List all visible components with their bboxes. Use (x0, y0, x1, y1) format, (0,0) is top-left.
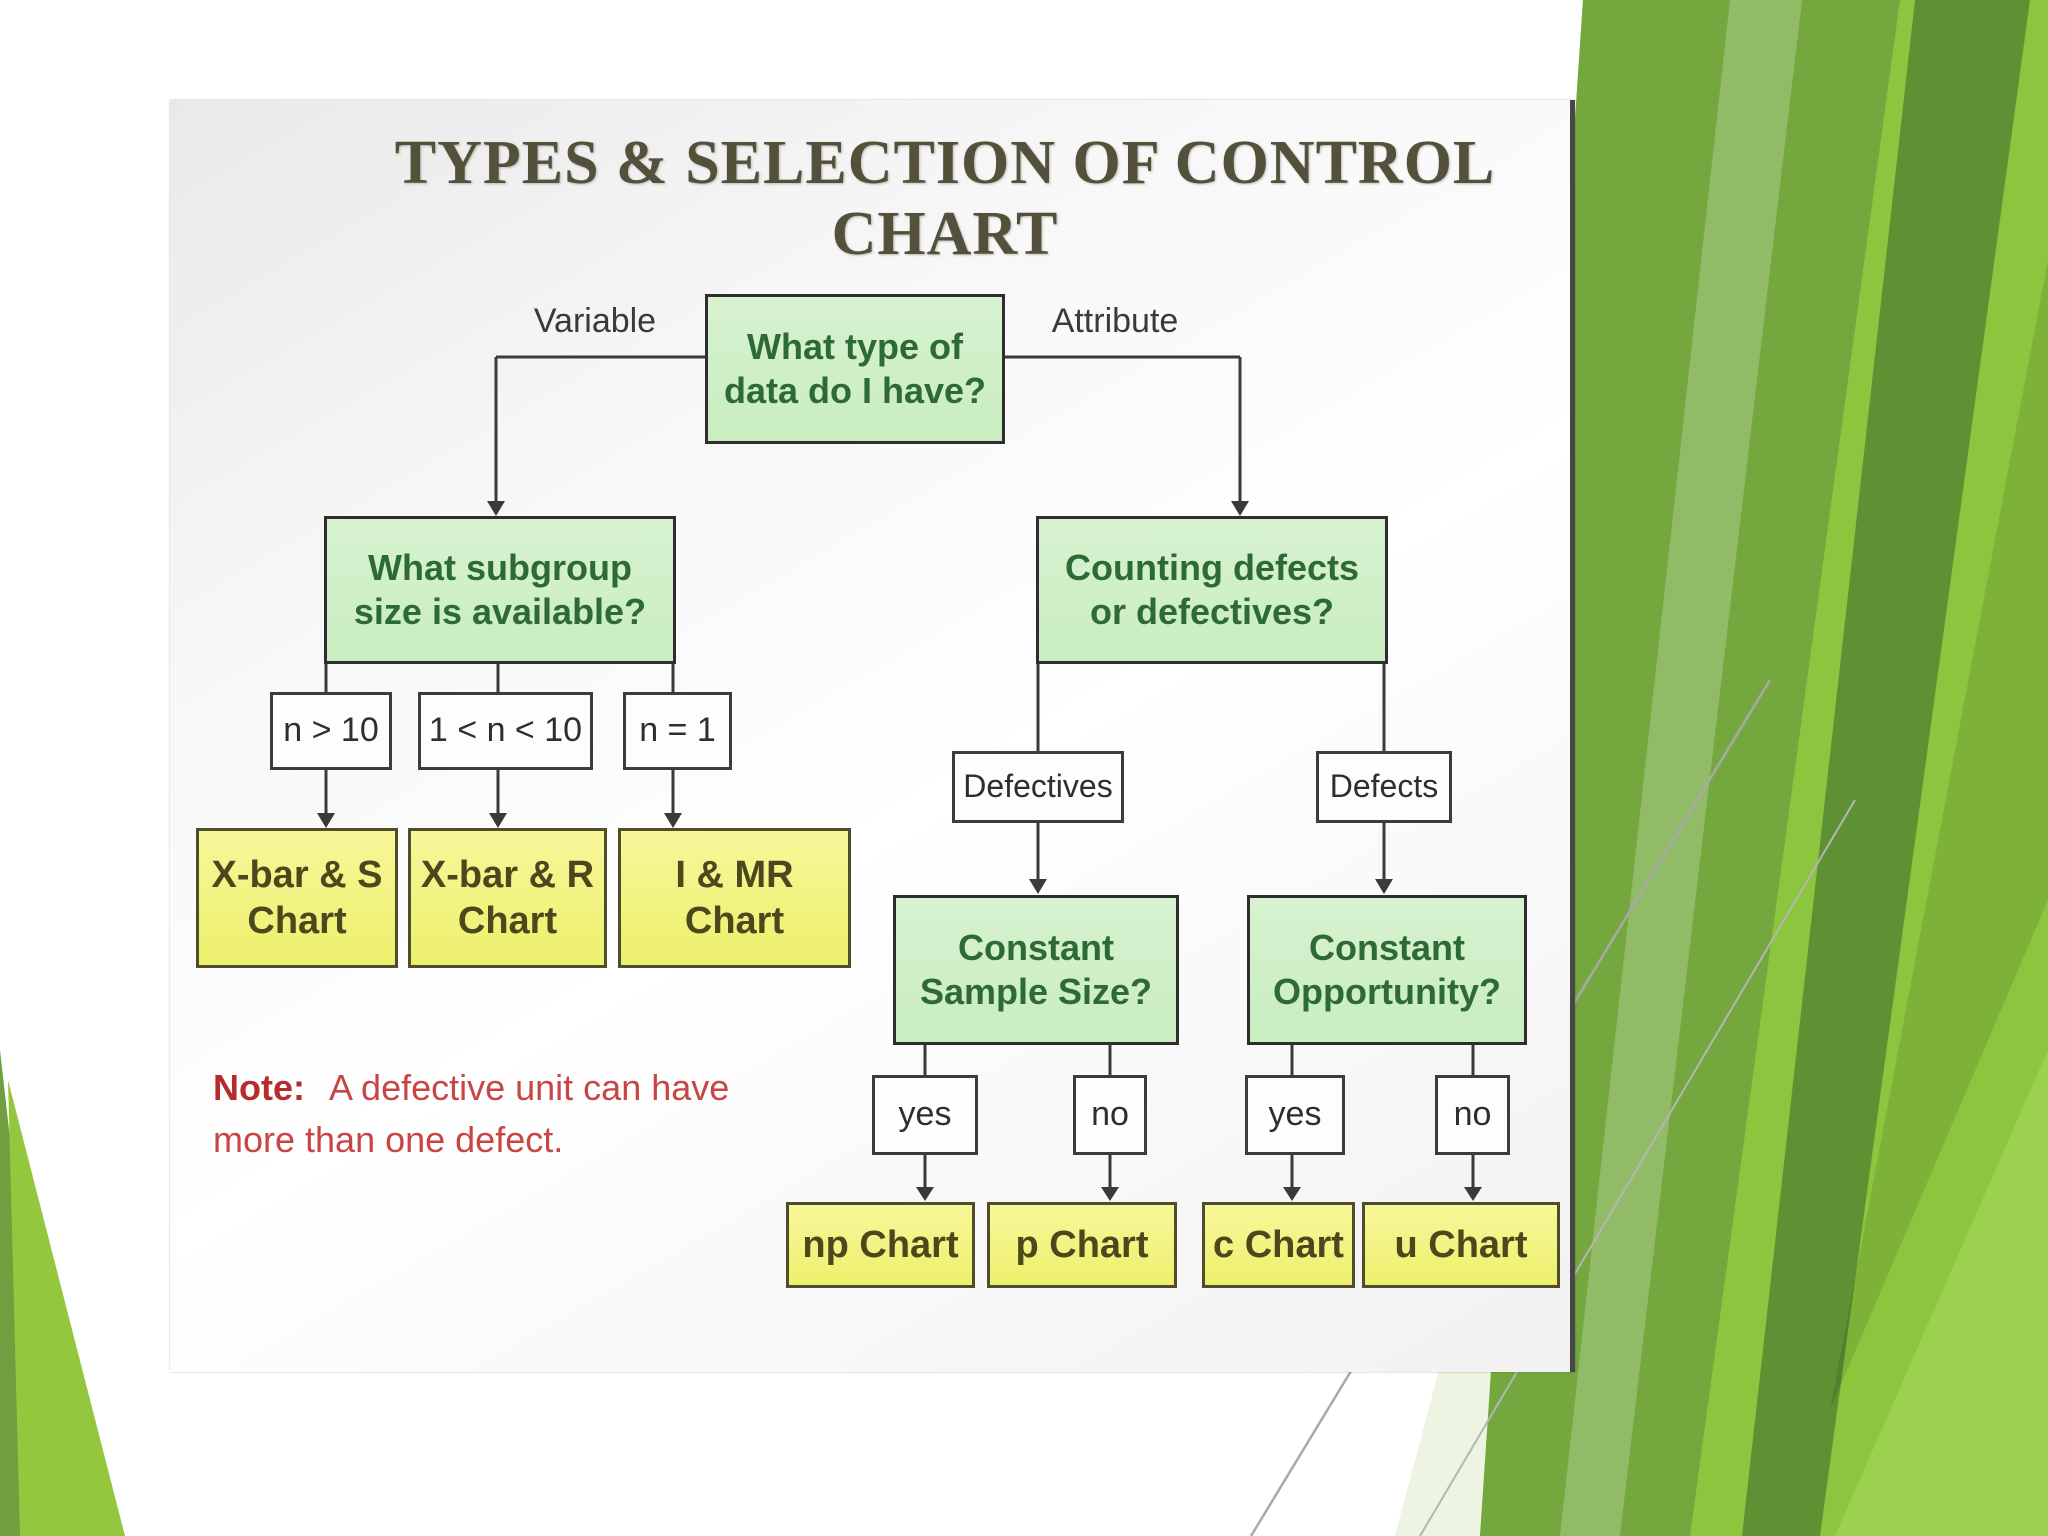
result-xbar-r-chart: X-bar & R Chart (408, 828, 607, 968)
condition-yes-opportunity: yes (1245, 1075, 1345, 1155)
node-what-type-of-data: What type of data do I have? (705, 294, 1005, 444)
connector-arrowheads (317, 501, 1482, 1201)
note-body: A defective unit can have more than one … (213, 1067, 730, 1161)
result-np-chart: np Chart (786, 1202, 975, 1288)
condition-no-opportunity: no (1435, 1075, 1510, 1155)
node-subgroup-size: What subgroup size is available? (324, 516, 676, 664)
dark-green-fan (1742, 0, 2030, 1536)
branch-label-variable: Variable (533, 302, 657, 340)
condition-defectives: Defectives (952, 751, 1124, 823)
result-i-mr-chart: I & MR Chart (618, 828, 851, 968)
condition-n-gt-10: n > 10 (270, 692, 392, 770)
node-constant-opportunity: Constant Opportunity? (1247, 895, 1527, 1045)
dark-facet (1830, 260, 2048, 1410)
branch-label-attribute: Attribute (1051, 302, 1179, 340)
condition-n-eq-1: n = 1 (623, 692, 732, 770)
condition-yes-sample: yes (872, 1075, 978, 1155)
result-c-chart: c Chart (1202, 1202, 1355, 1288)
note-text: Note: A defective unit can have more tha… (213, 1062, 778, 1166)
result-u-chart: u Chart (1362, 1202, 1560, 1288)
condition-n-between: 1 < n < 10 (418, 692, 593, 770)
light-green-corner (1835, 1050, 2048, 1536)
condition-no-sample: no (1073, 1075, 1147, 1155)
note-label: Note: (213, 1067, 305, 1108)
medium-green-fan (1480, 0, 1900, 1536)
node-constant-sample-size: Constant Sample Size? (893, 895, 1179, 1045)
result-p-chart: p Chart (987, 1202, 1177, 1288)
connector-lines (324, 355, 1475, 1189)
result-xbar-s-chart: X-bar & S Chart (196, 828, 398, 968)
node-counting-defects: Counting defects or defectives? (1036, 516, 1388, 664)
page-title: TYPES & SELECTION OF CONTROL CHART (394, 129, 1496, 268)
light-facet (1560, 0, 1802, 1536)
left-wedge-bright (8, 1080, 125, 1536)
condition-defects: Defects (1316, 751, 1452, 823)
thin-diagonal-line-2 (1419, 799, 1856, 1536)
